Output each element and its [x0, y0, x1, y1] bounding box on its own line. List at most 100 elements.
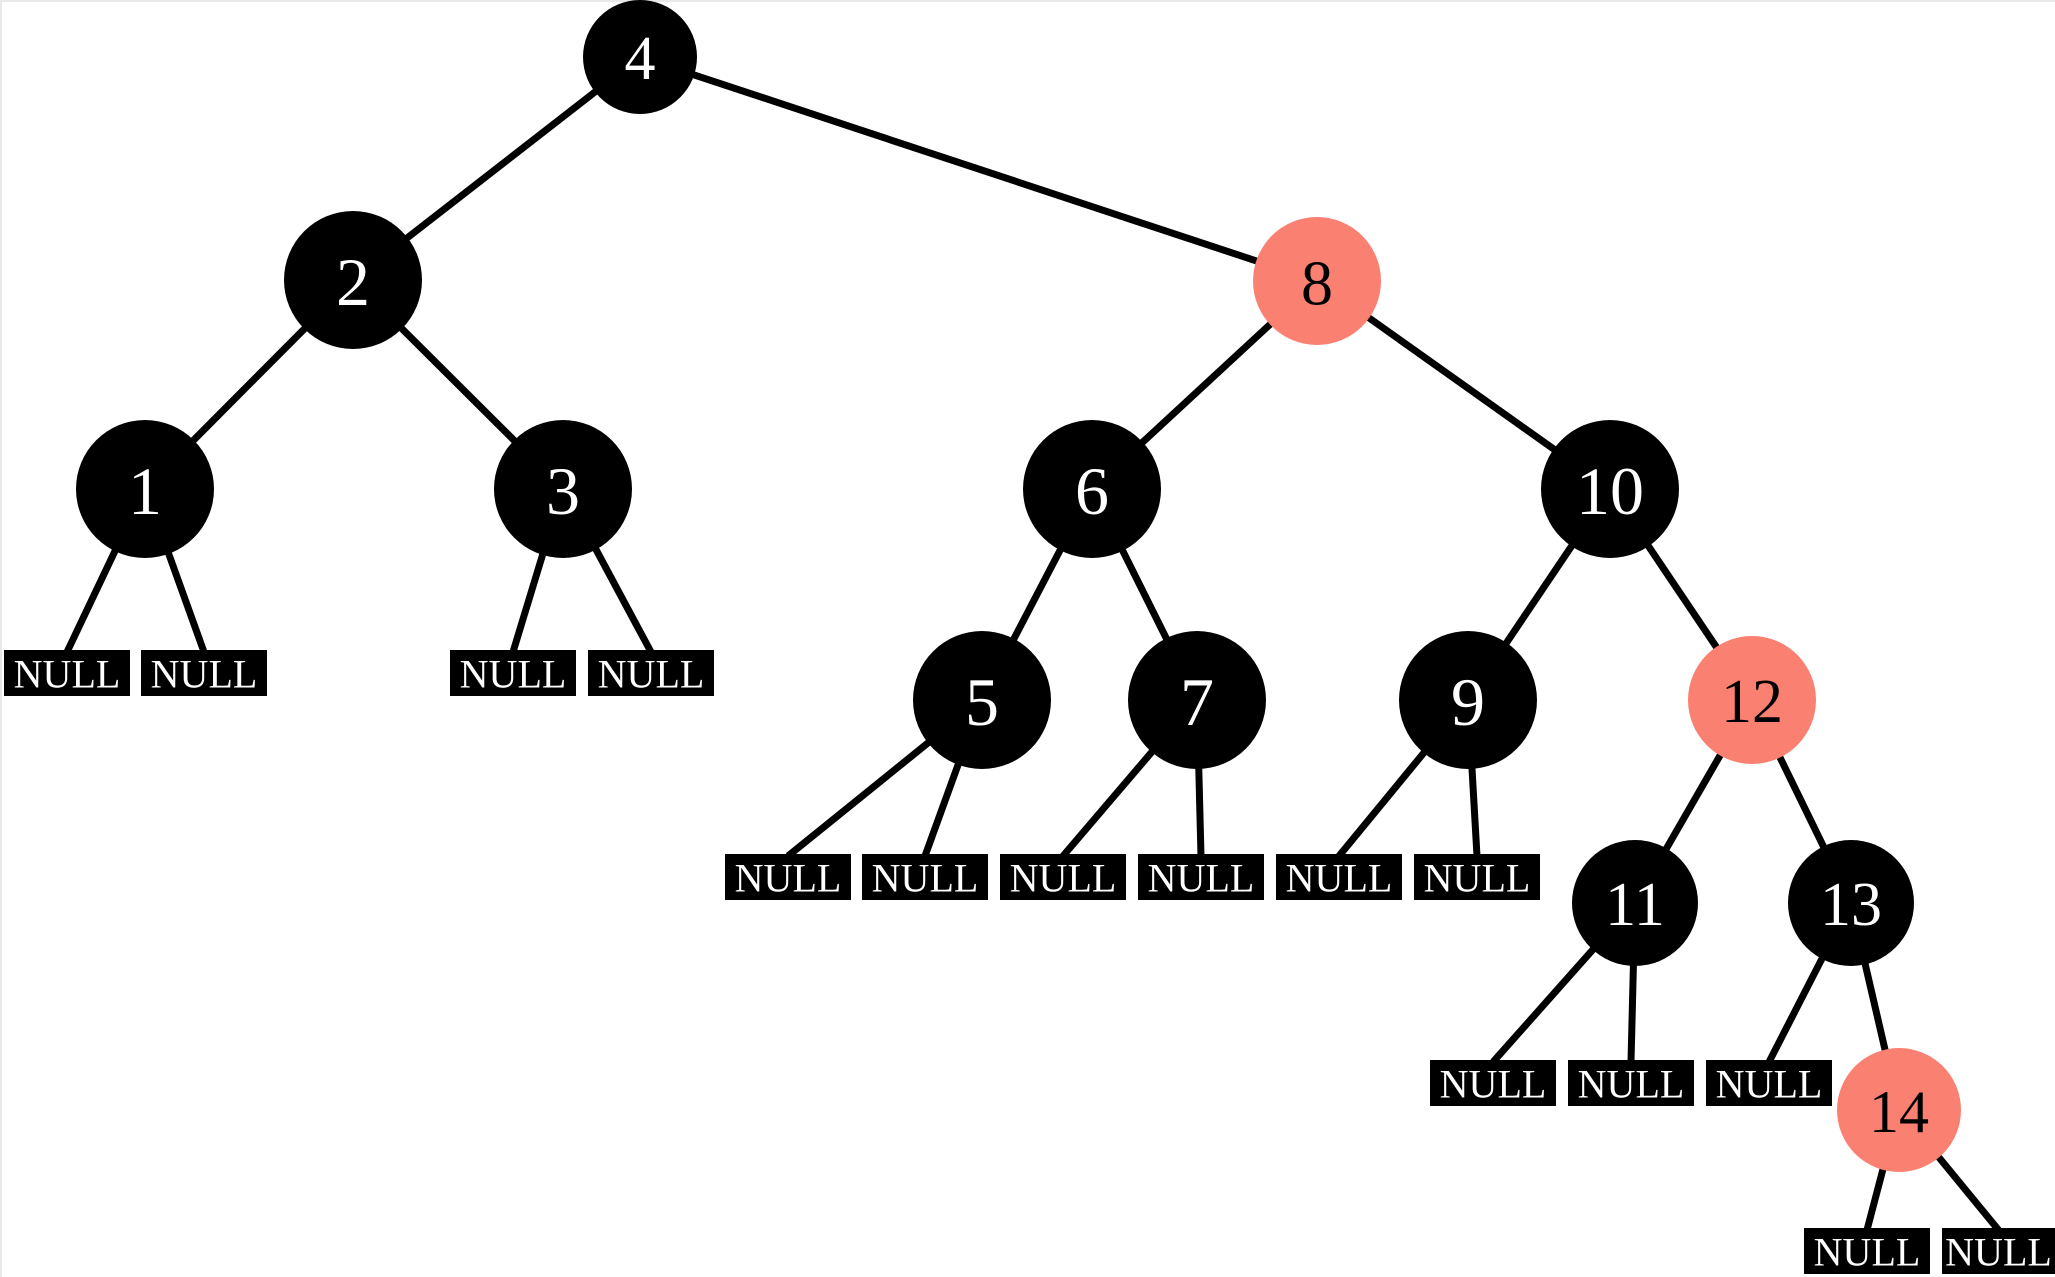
node-key-label: 2 — [336, 244, 370, 320]
node-circle-black — [494, 420, 632, 558]
node-circle-black — [1788, 840, 1914, 966]
nil-leaf-box — [141, 650, 267, 696]
node-key-label: 9 — [1451, 664, 1485, 740]
tree-edge — [401, 86, 601, 244]
tree-node-9: 9 — [1399, 631, 1537, 769]
tree-node-7: 7 — [1128, 631, 1266, 769]
node-key-label: 10 — [1576, 453, 1644, 529]
nil-leaf-box — [4, 650, 130, 696]
node-circle-black — [1572, 840, 1698, 966]
nil-leaf: NULL — [1568, 1060, 1694, 1107]
nil-leaf-box — [725, 854, 851, 900]
nil-leaves-layer: NULL NULL NULL NULL NULL NULL NULL NULL NULL NULL… — [4, 650, 2055, 1275]
tree-edge — [1117, 544, 1172, 645]
nil-leaf-box — [1276, 854, 1402, 900]
node-key-label: 13 — [1820, 871, 1882, 939]
node-circle-black — [1541, 420, 1679, 558]
nil-leaf-box — [862, 854, 988, 900]
tree-edge — [1490, 944, 1599, 1065]
tree-edge — [1860, 959, 1890, 1055]
tree-edge — [1363, 312, 1560, 455]
tree-edge — [163, 548, 208, 654]
tree-edge — [1774, 751, 1829, 852]
nil-leaf-label: NULL — [1440, 1062, 1547, 1107]
tree-edge — [1195, 764, 1205, 857]
nil-leaf-box — [1138, 854, 1264, 900]
node-key-label: 1 — [128, 453, 162, 529]
nil-leaf: NULL — [1430, 1060, 1556, 1107]
node-circle-black — [583, 0, 697, 114]
edges-layer — [63, 70, 2002, 1233]
nil-leaf: NULL — [141, 650, 267, 697]
node-key-label: 11 — [1605, 871, 1665, 939]
nil-leaf: NULL — [1804, 1228, 1930, 1275]
nil-leaf: NULL — [450, 650, 576, 697]
tree-edge — [1627, 961, 1638, 1063]
tree-edge — [689, 70, 1262, 266]
tree-edge — [1863, 1164, 1888, 1231]
nil-leaf-box — [1414, 854, 1540, 900]
tree-node-8: 8 — [1253, 217, 1381, 345]
tree-edge — [509, 549, 548, 654]
nil-leaf-box — [1430, 1060, 1556, 1106]
nil-leaf: NULL — [1138, 854, 1264, 901]
tree-node-4: 4 — [583, 0, 697, 114]
node-key-label: 8 — [1301, 248, 1333, 319]
tree-edge — [1136, 318, 1276, 449]
tree-edge — [785, 737, 934, 859]
tree-edge — [396, 322, 520, 447]
nil-leaf-label: NULL — [1286, 856, 1393, 901]
node-key-label: 4 — [625, 25, 656, 93]
node-circle-black — [76, 420, 214, 558]
tree-edge — [921, 758, 964, 858]
nil-leaf-label: NULL — [1945, 1230, 2052, 1275]
node-key-label: 12 — [1721, 668, 1783, 736]
tree-edge — [1468, 763, 1481, 857]
node-key-label: 6 — [1075, 453, 1109, 529]
nil-leaf: NULL — [4, 650, 130, 697]
nil-leaf-box — [450, 650, 576, 696]
node-circle-black — [1128, 631, 1266, 769]
node-circle-black — [284, 211, 422, 349]
nil-leaf-box — [1706, 1060, 1832, 1106]
tree-node-1: 1 — [76, 420, 214, 558]
nil-leaf-label: NULL — [14, 652, 121, 697]
node-circle-red — [1837, 1048, 1961, 1172]
nil-leaf-box — [1804, 1228, 1930, 1274]
tree-edge — [1336, 746, 1430, 859]
nil-leaf-label: NULL — [1010, 856, 1117, 901]
tree-node-14: 14 — [1837, 1048, 1961, 1172]
tree-edge — [63, 545, 121, 654]
nil-leaf: NULL — [862, 854, 988, 901]
tree-node-11: 11 — [1572, 840, 1698, 966]
node-circle-black — [1399, 631, 1537, 769]
node-key-label: 7 — [1180, 664, 1214, 740]
nil-leaf-box — [1942, 1228, 2055, 1274]
nil-leaf: NULL — [1414, 854, 1540, 901]
node-key-label: 14 — [1869, 1079, 1929, 1145]
tree-edge — [1765, 953, 1827, 1064]
nil-leaf: NULL — [1276, 854, 1402, 901]
nil-leaf-label: NULL — [1578, 1062, 1685, 1107]
tree-node-12: 12 — [1688, 636, 1816, 764]
tree-node-6: 6 — [1023, 420, 1161, 558]
node-circle-red — [1253, 217, 1381, 345]
nil-leaf-label: NULL — [460, 652, 567, 697]
tree-edge — [590, 543, 655, 654]
nil-leaf: NULL — [1942, 1228, 2055, 1275]
nil-leaf-box — [1568, 1060, 1694, 1106]
tree-node-13: 13 — [1788, 840, 1914, 966]
tree-edge — [1661, 749, 1726, 854]
nil-leaf: NULL — [1000, 854, 1126, 901]
tree-edge — [187, 323, 311, 446]
nil-leaf-box — [1000, 854, 1126, 900]
node-key-label: 3 — [546, 453, 580, 529]
tree-node-2: 2 — [284, 211, 422, 349]
nil-leaf: NULL — [588, 650, 714, 697]
nil-leaf-label: NULL — [1814, 1230, 1921, 1275]
nil-leaf-label: NULL — [598, 652, 705, 697]
node-key-label: 5 — [965, 664, 999, 740]
nil-leaf-label: NULL — [735, 856, 842, 901]
